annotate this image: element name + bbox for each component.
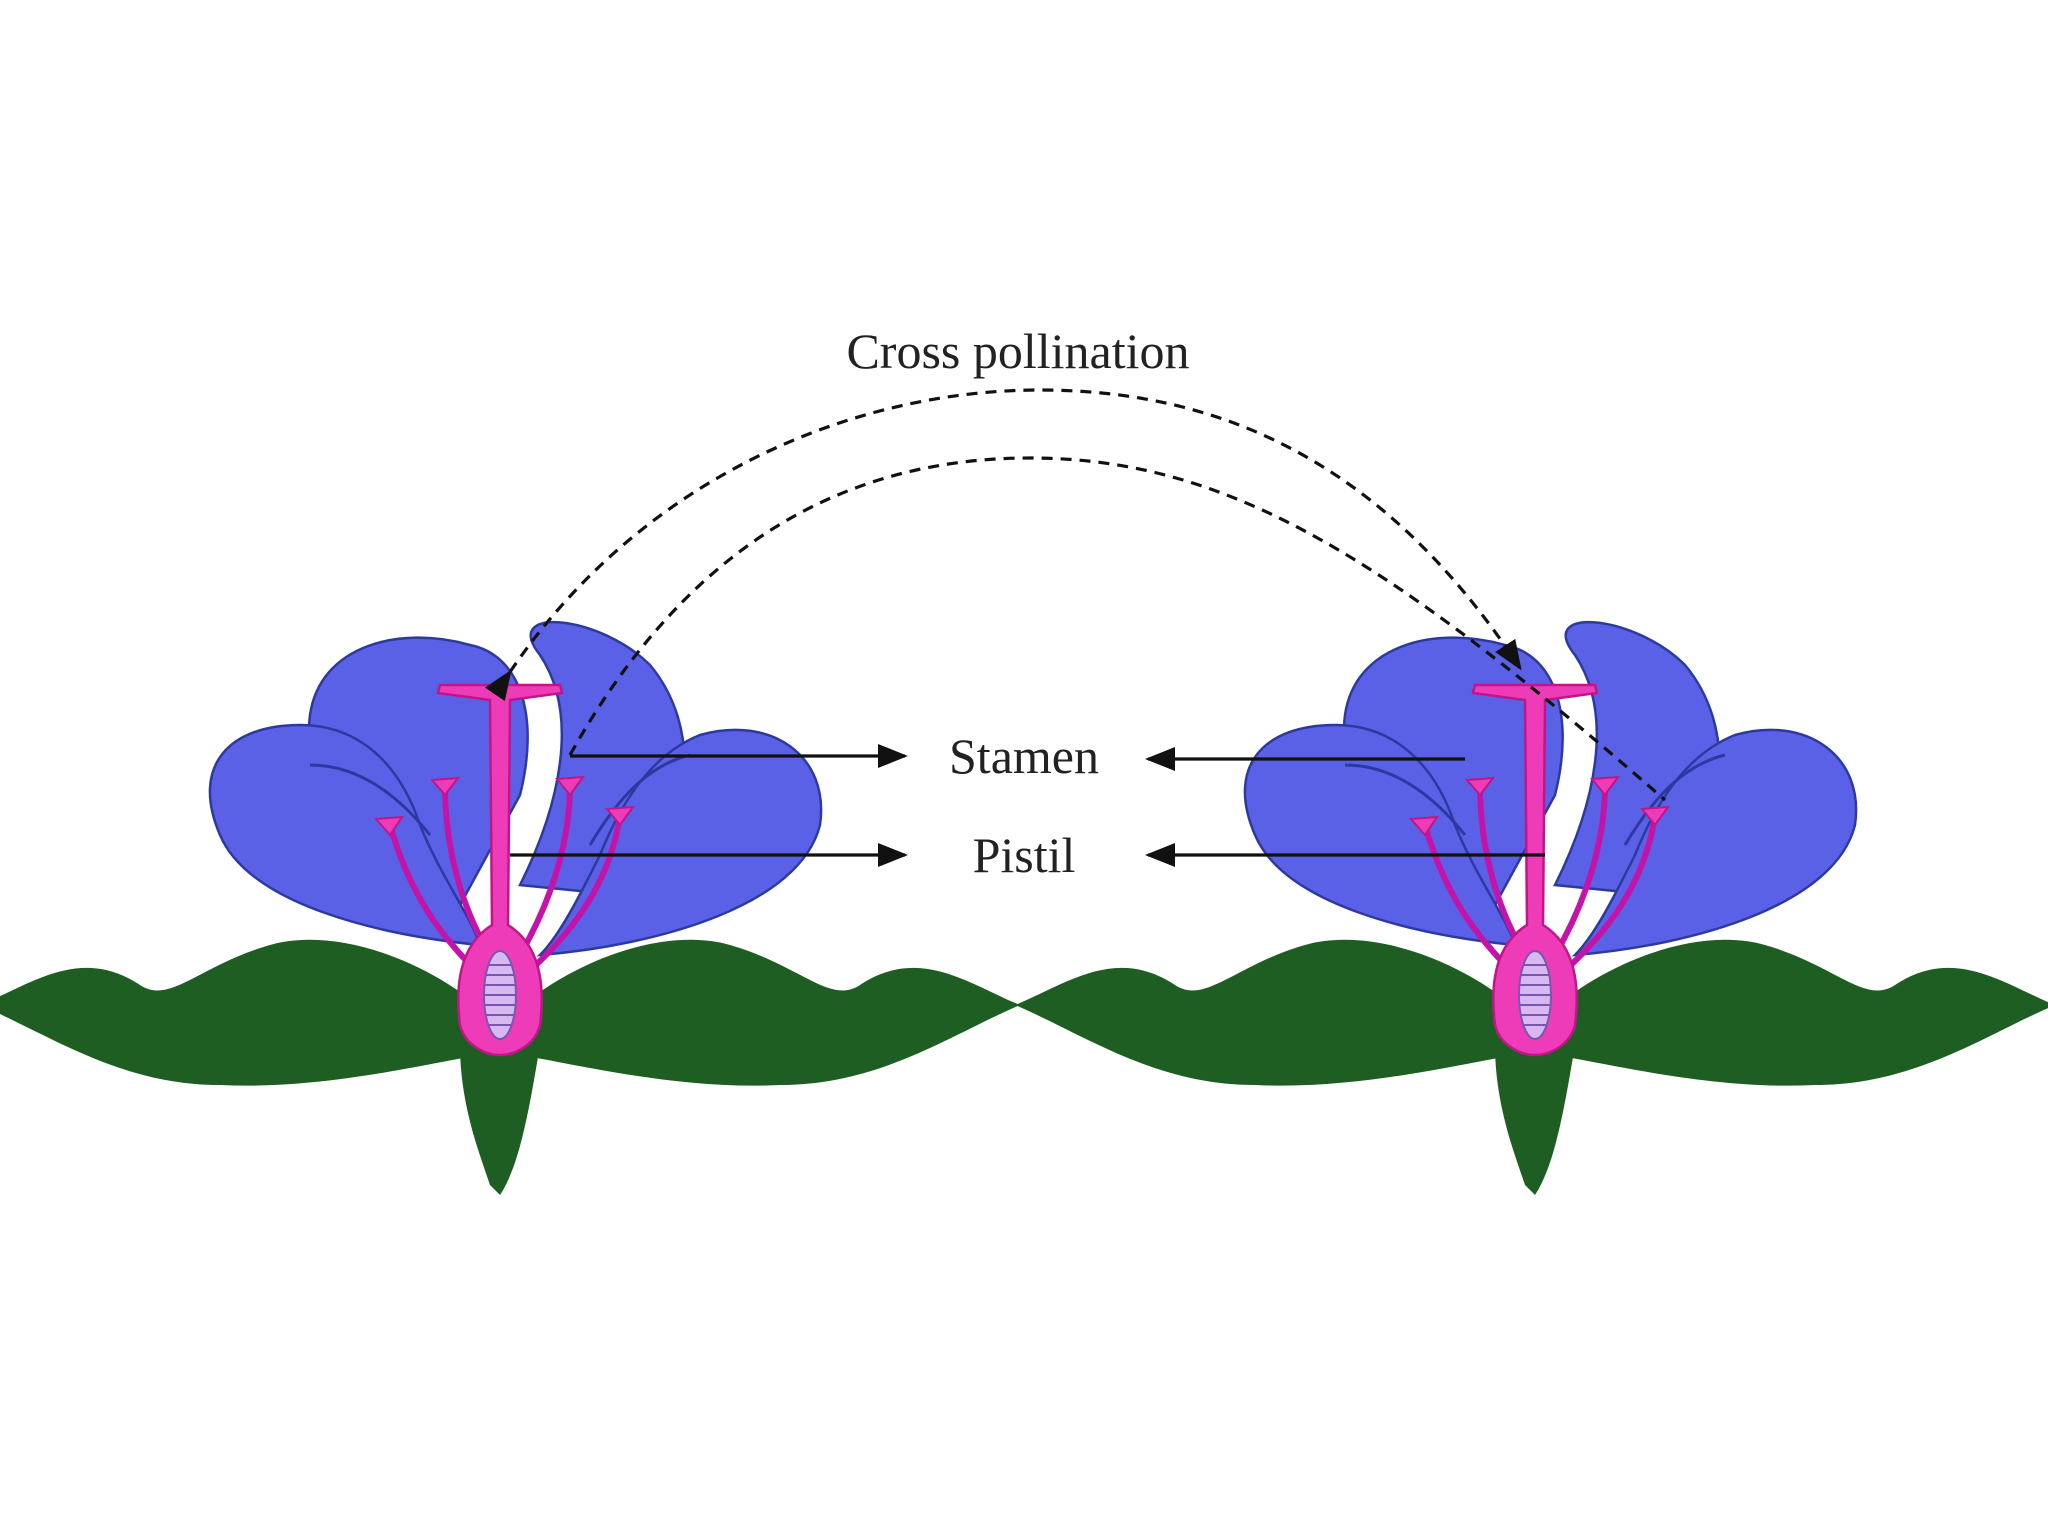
cross-pollination-arc-inner bbox=[568, 456, 1667, 802]
pistil-label: Pistil bbox=[973, 827, 1076, 883]
flower-right bbox=[1015, 622, 2048, 1195]
flower-left bbox=[0, 622, 1020, 1195]
cross-pollination-arc-outer bbox=[484, 388, 1522, 702]
diagram-title: Cross pollination bbox=[846, 323, 1189, 379]
stamen-label: Stamen bbox=[949, 728, 1099, 784]
